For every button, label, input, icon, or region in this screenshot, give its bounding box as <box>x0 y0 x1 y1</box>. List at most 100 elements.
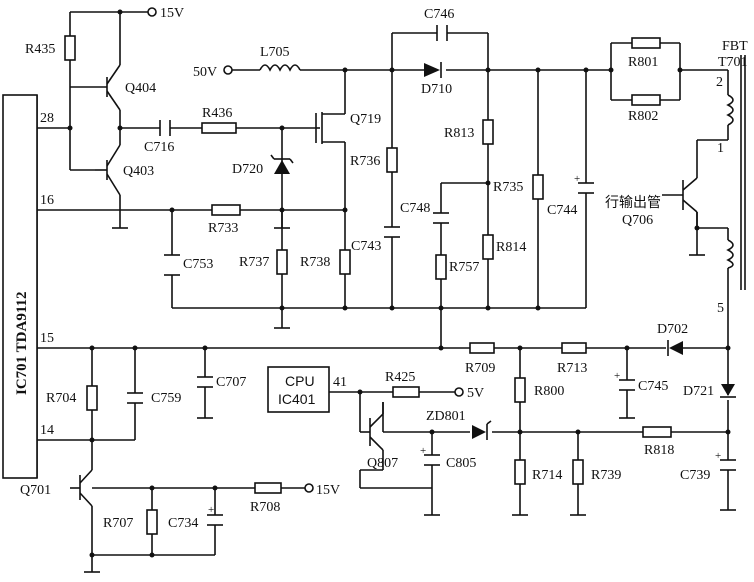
pin-14: 14 <box>40 423 54 438</box>
fbt-lower-coil <box>726 239 734 269</box>
label-r708: R708 <box>250 500 280 515</box>
capacitor-c744: + <box>574 173 594 194</box>
label-q701: Q701 <box>20 483 51 498</box>
svg-text:+: + <box>420 445 426 457</box>
diodes <box>270 62 736 440</box>
pin-41: 41 <box>333 375 347 390</box>
label-c745: C745 <box>638 379 668 394</box>
resistor-r757 <box>435 254 447 280</box>
label-c743: C743 <box>351 239 381 254</box>
diode-d702 <box>667 340 683 356</box>
label-r733: R733 <box>208 221 238 236</box>
label-c805: C805 <box>446 456 476 471</box>
label-r707: R707 <box>103 516 133 531</box>
label-r735: R735 <box>493 180 523 195</box>
resistor-r704 <box>86 385 98 411</box>
labels: 15V 50V 5V 15V 28 16 15 14 41 FBT T701 2… <box>20 6 748 531</box>
resistor-r736 <box>386 147 398 173</box>
label-r737: R737 <box>239 255 269 270</box>
cpu-label-line2: IC401 <box>278 391 316 407</box>
capacitor-c759 <box>127 392 143 404</box>
label-d710: D710 <box>421 82 452 97</box>
label-q807: Q807 <box>367 456 398 471</box>
label-q403: Q403 <box>123 164 154 179</box>
resistor-r436 <box>201 122 237 134</box>
label-q404: Q404 <box>125 81 156 96</box>
label-r739: R739 <box>591 468 621 483</box>
label-c739: C739 <box>680 468 710 483</box>
label-c748: C748 <box>400 201 430 216</box>
capacitor-c748 <box>433 212 449 224</box>
resistor-r814 <box>482 234 494 260</box>
fbt-primary-coil <box>726 94 734 126</box>
label-c746: C746 <box>424 7 454 22</box>
label-r425: R425 <box>385 370 415 385</box>
resistor-r735 <box>532 174 544 200</box>
wires <box>36 11 746 573</box>
fbt-pin2: 2 <box>716 75 723 90</box>
svg-text:+: + <box>614 370 620 382</box>
label-5v: 5V <box>467 386 484 401</box>
resistor-r708 <box>254 482 282 494</box>
svg-text:+: + <box>208 504 214 516</box>
label-r801: R801 <box>628 55 658 70</box>
diode-d721 <box>720 384 736 398</box>
pin-15: 15 <box>40 331 54 346</box>
label-zd801: ZD801 <box>426 409 466 424</box>
label-r738: R738 <box>300 255 330 270</box>
pin-16: 16 <box>40 193 54 208</box>
cpu-ic401-block <box>267 366 330 413</box>
pin-28: 28 <box>40 111 54 126</box>
capacitors: + + + + + <box>127 25 736 526</box>
label-r818: R818 <box>644 443 674 458</box>
label-r714: R714 <box>532 468 562 483</box>
capacitor-c753 <box>164 254 180 276</box>
resistor-r813 <box>482 119 494 145</box>
label-r704: R704 <box>46 391 76 406</box>
label-c753: C753 <box>183 257 213 272</box>
fbt-pin5: 5 <box>717 301 724 316</box>
resistor-r435 <box>64 35 76 61</box>
label-c707: C707 <box>216 375 246 390</box>
svg-text:+: + <box>574 173 580 185</box>
label-15v-bottom: 15V <box>316 483 340 498</box>
resistor-r713 <box>561 342 587 354</box>
fbt-line1: FBT <box>722 39 748 54</box>
svg-text:+: + <box>715 450 721 462</box>
capacitor-c707 <box>197 376 213 388</box>
label-r814: R814 <box>496 240 526 255</box>
terminal-5v <box>454 387 464 397</box>
resistor-r714 <box>514 459 526 485</box>
label-r435: R435 <box>25 42 55 57</box>
resistor-r709 <box>469 342 495 354</box>
label-c759: C759 <box>151 391 181 406</box>
ic701-block <box>2 94 38 479</box>
resistor-r425 <box>392 386 420 398</box>
label-r713: R713 <box>557 361 587 376</box>
label-c716: C716 <box>144 140 174 155</box>
label-d720: D720 <box>232 162 263 177</box>
resistor-r738 <box>339 249 351 275</box>
capacitor-c805: + <box>420 445 440 466</box>
resistor-r733 <box>211 204 241 216</box>
capacitor-c716 <box>159 120 171 136</box>
resistor-r801 <box>631 37 661 49</box>
capacitor-c734: + <box>207 504 223 526</box>
terminal-50v <box>223 65 233 75</box>
fbt-line2: T701 <box>718 55 748 70</box>
label-d721: D721 <box>683 384 714 399</box>
label-r736: R736 <box>350 154 380 169</box>
diode-d720 <box>270 154 294 174</box>
cpu-label-line1: CPU <box>285 373 315 389</box>
label-r802: R802 <box>628 109 658 124</box>
label-r709: R709 <box>465 361 495 376</box>
terminal-15v-bottom <box>304 483 314 493</box>
junction-dots <box>67 9 731 558</box>
label-q719: Q719 <box>350 112 381 127</box>
capacitor-c745: + <box>614 370 635 391</box>
label-c734: C734 <box>168 516 198 531</box>
resistors <box>64 35 672 535</box>
label-c744: C744 <box>547 203 577 218</box>
label-d702: D702 <box>657 322 688 337</box>
